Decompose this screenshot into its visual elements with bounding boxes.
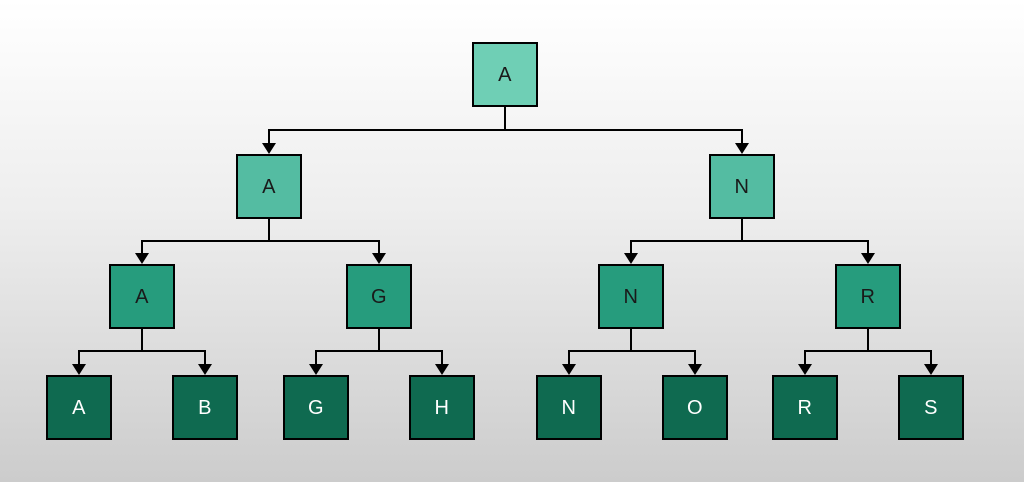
node-label: A <box>72 396 86 419</box>
edge-group-l2-a <box>135 218 386 264</box>
node-l3-r: R <box>835 264 901 329</box>
node-l3-n: N <box>598 264 664 329</box>
arrowhead-icon <box>198 364 212 375</box>
node-leaf-s: S <box>898 375 964 440</box>
node-label: R <box>860 285 876 308</box>
arrowhead-icon <box>135 253 149 264</box>
arrowhead-icon <box>735 143 749 154</box>
arrowhead-icon <box>624 253 638 264</box>
edge-group-l2-n <box>624 218 875 264</box>
node-label: N <box>561 396 577 419</box>
arrowhead-icon <box>72 364 86 375</box>
node-l2-n: N <box>709 154 775 219</box>
node-label: R <box>797 396 813 419</box>
arrowhead-icon <box>372 253 386 264</box>
edge-group-root <box>262 106 749 154</box>
node-root-a: A <box>472 42 538 107</box>
node-label: N <box>623 285 639 308</box>
arrowhead-icon <box>924 364 938 375</box>
node-label: A <box>498 63 512 86</box>
arrowhead-icon <box>262 143 276 154</box>
arrowhead-icon <box>861 253 875 264</box>
node-leaf-n: N <box>536 375 602 440</box>
node-leaf-a: A <box>46 375 112 440</box>
arrowhead-icon <box>688 364 702 375</box>
edge-group-l3-a <box>72 328 212 375</box>
node-leaf-r: R <box>772 375 838 440</box>
node-leaf-g: G <box>283 375 349 440</box>
edge-group-l3-g <box>309 328 449 375</box>
node-label: A <box>135 285 149 308</box>
node-leaf-b: B <box>172 375 238 440</box>
arrowhead-icon <box>798 364 812 375</box>
node-label: O <box>686 396 704 419</box>
node-label: G <box>370 285 388 308</box>
node-label: H <box>434 396 450 419</box>
node-l2-a: A <box>236 154 302 219</box>
edge-group-l3-n <box>562 328 702 375</box>
node-label: B <box>198 396 212 419</box>
node-l3-a: A <box>109 264 175 329</box>
node-label: G <box>307 396 325 419</box>
arrowhead-icon <box>309 364 323 375</box>
node-label: A <box>262 175 276 198</box>
node-leaf-o: O <box>662 375 728 440</box>
node-leaf-h: H <box>409 375 475 440</box>
node-label: S <box>924 396 938 419</box>
arrowhead-icon <box>562 364 576 375</box>
node-l3-g: G <box>346 264 412 329</box>
edge-group-l3-r <box>798 328 938 375</box>
node-label: N <box>734 175 750 198</box>
arrowhead-icon <box>435 364 449 375</box>
